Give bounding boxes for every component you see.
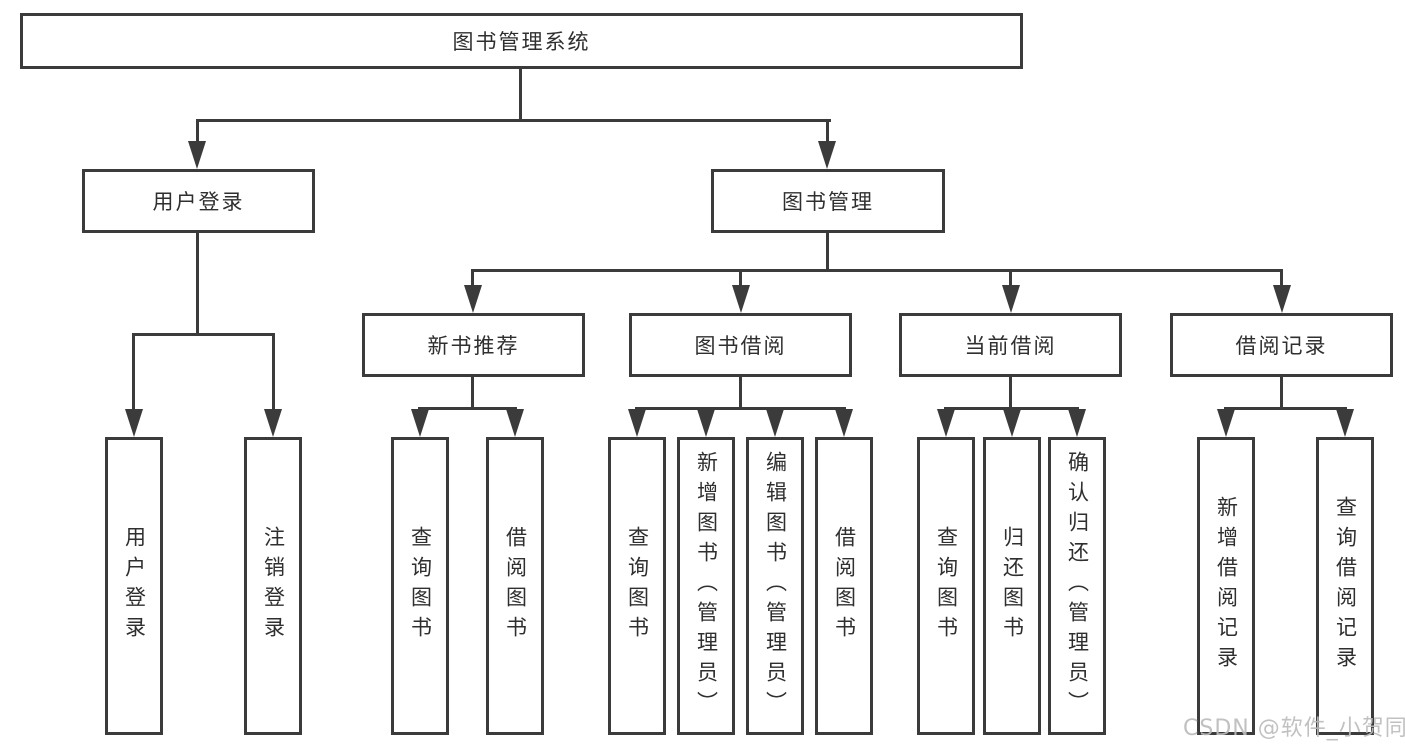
- leaf-user-login: 用户登录: [105, 437, 163, 735]
- leaf-query-books-recommend: 查询图书: [391, 437, 449, 735]
- leaf-label: 编辑图书（管理员）: [763, 451, 788, 721]
- leaf-label: 借阅图书: [832, 526, 857, 646]
- node-label: 当前借阅: [964, 334, 1057, 358]
- leaf-label: 查询图书: [934, 526, 959, 646]
- node-label: 用户登录: [152, 190, 245, 214]
- node-user-login: 用户登录: [82, 169, 315, 233]
- connector-line: [132, 333, 135, 412]
- connector-line: [471, 269, 474, 289]
- connector-line: [196, 233, 199, 336]
- leaf-borrow-books-borrowing: 借阅图书: [815, 437, 873, 735]
- leaf-label: 用户登录: [122, 526, 147, 646]
- node-label: 新书推荐: [427, 334, 520, 358]
- connector-line: [944, 407, 1079, 410]
- connector-line: [196, 119, 199, 145]
- leaf-borrow-books-recommend: 借阅图书: [486, 437, 544, 735]
- arrow-down-icon: [766, 409, 784, 437]
- leaf-confirm-return-admin: 确认归还（管理员）: [1048, 437, 1106, 735]
- node-library-management-system: 图书管理系统: [20, 13, 1023, 69]
- connector-line: [826, 119, 829, 145]
- csdn-watermark: CSDN @软件_小贺同学: [1183, 716, 1405, 741]
- arrow-down-icon: [411, 409, 429, 437]
- arrow-down-icon: [506, 409, 524, 437]
- leaf-logout: 注销登录: [244, 437, 302, 735]
- leaf-add-book-admin: 新增图书（管理员）: [677, 437, 735, 735]
- connector-line: [1009, 377, 1012, 410]
- arrow-down-icon: [1003, 409, 1021, 437]
- leaf-label: 归还图书: [1000, 526, 1025, 646]
- connector-line: [1224, 407, 1347, 410]
- leaf-query-books-borrowing: 查询图书: [608, 437, 666, 735]
- node-label: 借阅记录: [1235, 334, 1328, 358]
- connector-line: [471, 269, 1283, 272]
- arrow-down-icon: [835, 409, 853, 437]
- leaf-label: 查询图书: [625, 526, 650, 646]
- leaf-query-borrow-record: 查询借阅记录: [1316, 437, 1374, 735]
- connector-line: [739, 377, 742, 410]
- arrow-down-icon: [188, 141, 206, 169]
- connector-line: [272, 333, 275, 412]
- node-book-borrowing: 图书借阅: [629, 313, 852, 377]
- connector-line: [471, 377, 474, 410]
- connector-line: [1280, 377, 1283, 410]
- node-label: 图书管理系统: [452, 30, 591, 54]
- node-label: 图书借阅: [694, 334, 787, 358]
- arrow-down-icon: [1002, 285, 1020, 313]
- arrow-down-icon: [628, 409, 646, 437]
- connector-line: [132, 333, 275, 336]
- connector-line: [635, 407, 846, 410]
- node-label: 图书管理: [782, 190, 874, 214]
- connector-line: [418, 407, 517, 410]
- leaf-query-books-current: 查询图书: [917, 437, 975, 735]
- connector-line: [196, 119, 831, 122]
- arrow-down-icon: [1068, 409, 1086, 437]
- leaf-label: 查询图书: [408, 526, 433, 646]
- leaf-edit-book-admin: 编辑图书（管理员）: [746, 437, 804, 735]
- connector-line: [739, 269, 742, 289]
- arrow-down-icon: [1273, 285, 1291, 313]
- arrow-down-icon: [697, 409, 715, 437]
- arrow-down-icon: [1217, 409, 1235, 437]
- arrow-down-icon: [125, 409, 143, 437]
- connector-line: [1280, 269, 1283, 289]
- leaf-return-book: 归还图书: [983, 437, 1041, 735]
- leaf-label: 注销登录: [261, 526, 286, 646]
- leaf-add-borrow-record: 新增借阅记录: [1197, 437, 1255, 735]
- node-borrowing-records: 借阅记录: [1170, 313, 1393, 377]
- node-new-book-recommendation: 新书推荐: [362, 313, 585, 377]
- leaf-label: 查询借阅记录: [1333, 496, 1358, 676]
- leaf-label: 新增借阅记录: [1214, 496, 1239, 676]
- arrow-down-icon: [1336, 409, 1354, 437]
- node-book-management: 图书管理: [711, 169, 945, 233]
- leaf-label: 确认归还（管理员）: [1065, 451, 1090, 721]
- arrow-down-icon: [264, 409, 282, 437]
- connector-line: [826, 233, 829, 272]
- node-current-borrowing: 当前借阅: [899, 313, 1122, 377]
- leaf-label: 借阅图书: [503, 526, 528, 646]
- connector-line: [1009, 269, 1012, 289]
- arrow-down-icon: [732, 285, 750, 313]
- arrow-down-icon: [464, 285, 482, 313]
- leaf-label: 新增图书（管理员）: [694, 451, 719, 721]
- arrow-down-icon: [818, 141, 836, 169]
- connector-line: [519, 69, 522, 121]
- arrow-down-icon: [937, 409, 955, 437]
